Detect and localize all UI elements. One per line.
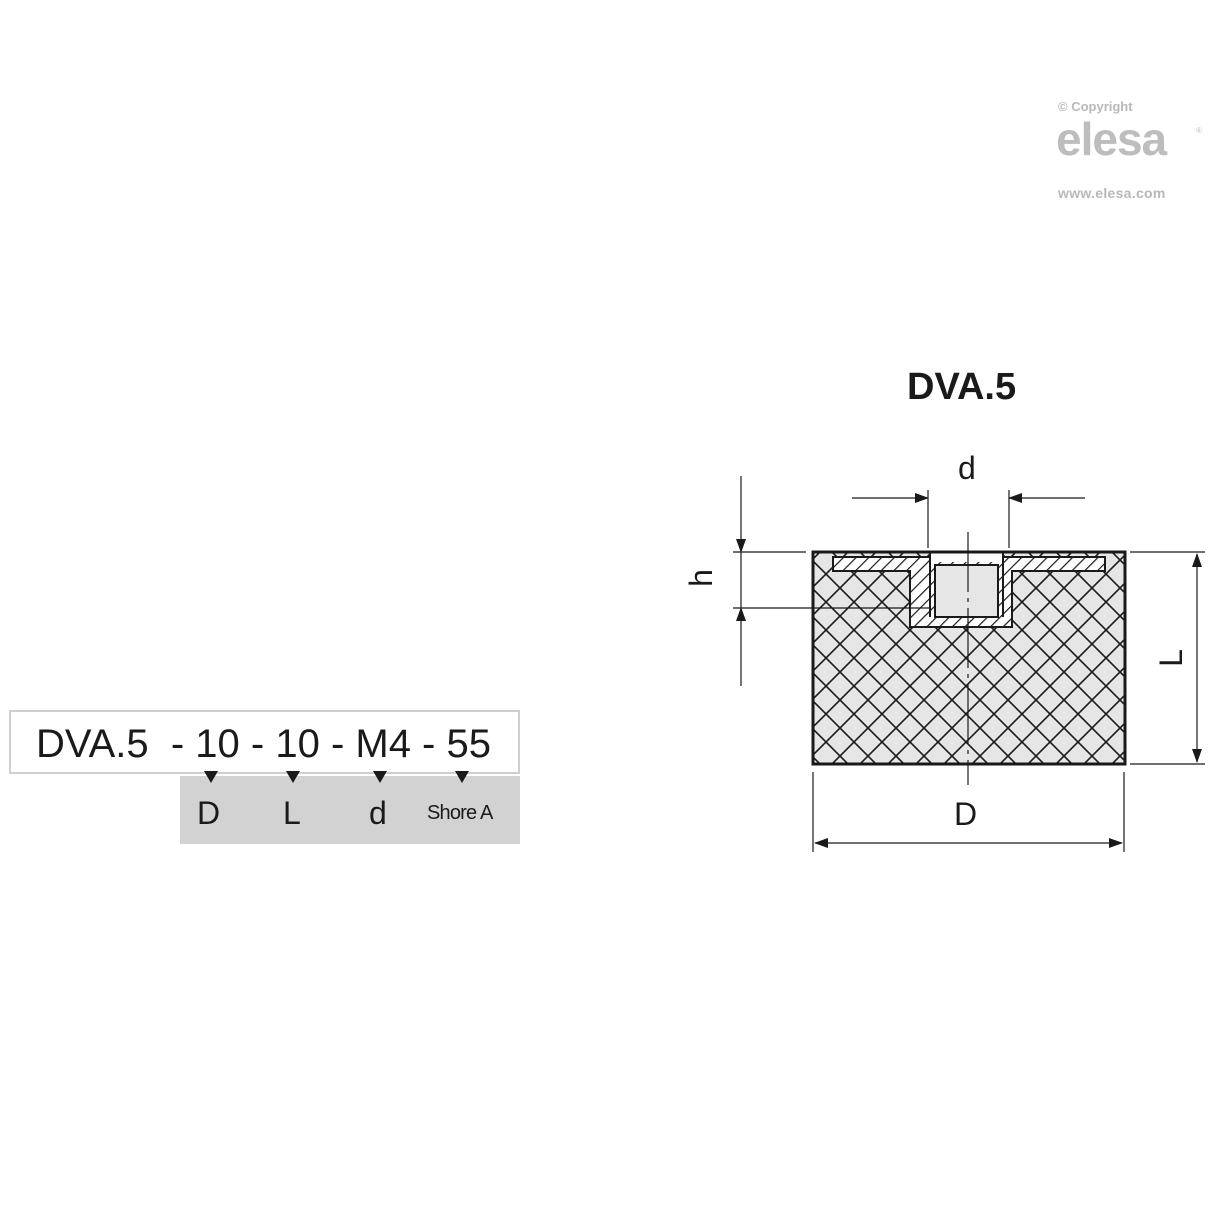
ordering-code-box xyxy=(9,710,520,774)
dim-label-D: D xyxy=(954,796,978,832)
legend-D: D xyxy=(197,795,221,831)
legend-L: L xyxy=(283,795,301,831)
elesa-logo: elesa xyxy=(1056,113,1167,165)
arrow-down-icon xyxy=(455,771,469,783)
copyright-text: © Copyright xyxy=(1058,99,1133,114)
website-url: www.elesa.com xyxy=(1058,185,1166,201)
dim-label-L: L xyxy=(1152,649,1189,667)
dim-label-h: h xyxy=(682,569,719,587)
drawing-title: DVA.5 xyxy=(907,366,1017,408)
ordering-code-legend xyxy=(180,776,520,844)
registered-mark: ® xyxy=(1196,126,1202,135)
dim-label-d: d xyxy=(958,450,976,486)
ordering-code-text: DVA.5 - 10 - 10 - M4 - 55 xyxy=(36,722,491,766)
arrow-down-icon xyxy=(286,771,300,783)
legend-shore-a: Shore A xyxy=(427,802,493,824)
legend-d: d xyxy=(369,795,387,831)
arrow-down-icon xyxy=(373,771,387,783)
arrow-down-icon xyxy=(204,771,218,783)
